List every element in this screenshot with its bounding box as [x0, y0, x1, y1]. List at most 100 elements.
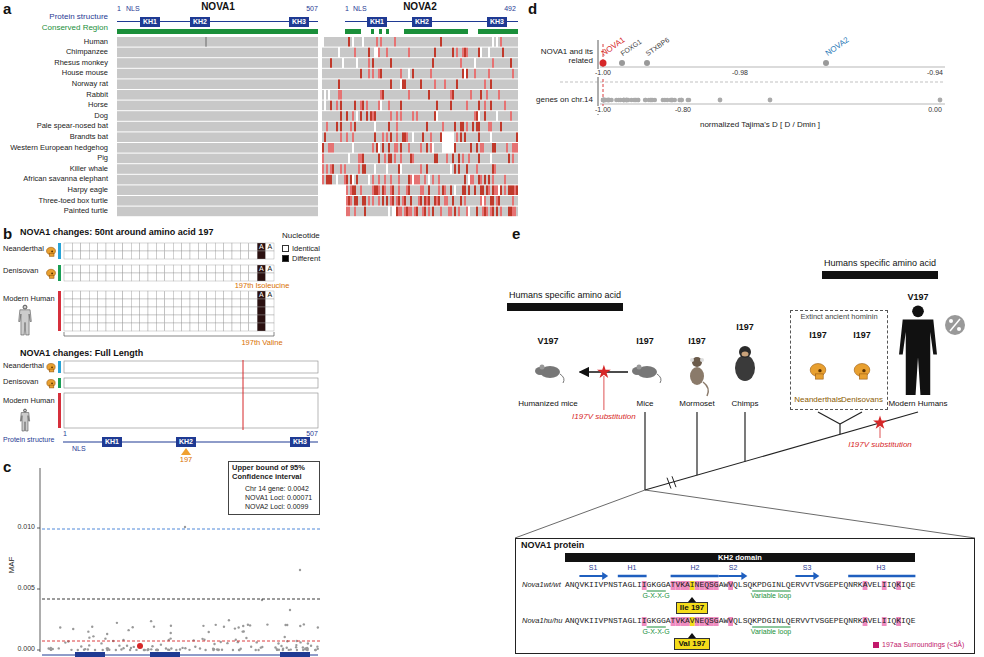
alignment-cell — [414, 122, 416, 132]
alignment-panel — [117, 22, 518, 217]
alignment-cell — [434, 207, 436, 217]
alignment-cell — [462, 154, 464, 164]
alignment-cell — [404, 37, 406, 47]
alignment-cell — [516, 111, 518, 121]
data-dot — [625, 98, 629, 102]
alignment-cell — [376, 207, 378, 217]
alignment-cell — [332, 90, 334, 100]
alignment-cell — [372, 132, 374, 142]
alignment-cell — [410, 101, 412, 111]
alignment-cell — [506, 79, 508, 89]
alignment-cell — [458, 154, 460, 164]
alignment-cell — [420, 207, 422, 217]
alignment-cell — [502, 79, 504, 89]
alignment-cell — [516, 69, 518, 79]
alignment-cell — [326, 164, 328, 174]
alignment-cell — [442, 207, 444, 217]
alignment-cell — [470, 185, 472, 195]
alignment-cell — [420, 48, 422, 58]
nucleotide-cell — [81, 291, 89, 299]
nucleotide-cell — [173, 273, 181, 281]
alignment-cell — [384, 37, 386, 47]
alignment-cell — [348, 196, 350, 206]
alignment-cell — [416, 79, 418, 89]
alignment-cell — [438, 37, 440, 47]
nucleotide-cell — [72, 315, 80, 323]
nucleotide-cell — [140, 315, 148, 323]
alignment-cell — [492, 69, 494, 79]
alignment-cell — [452, 101, 454, 111]
alignment-cell — [432, 48, 434, 58]
alignment-cell — [410, 48, 412, 58]
data-dot — [226, 642, 228, 644]
alignment-cell — [352, 79, 354, 89]
alignment-cell — [468, 196, 470, 206]
alignment-cell — [462, 164, 464, 174]
alignment-cell — [400, 58, 402, 68]
alignment-cell — [494, 164, 496, 174]
alignment-cell — [510, 48, 512, 58]
alignment-row — [117, 143, 318, 153]
alignment-cell — [504, 69, 506, 79]
alignment-cell — [356, 143, 358, 153]
nucleotide-cell — [123, 291, 131, 299]
alignment-cell — [512, 175, 514, 185]
alignment-cell — [452, 111, 454, 121]
alignment-cell — [366, 79, 368, 89]
alignment-cell — [412, 37, 414, 47]
alignment-cell — [390, 132, 392, 142]
alignment-cell — [352, 154, 354, 164]
alignment-cell — [490, 122, 492, 132]
alignment-cell — [350, 79, 352, 89]
alignment-cell — [380, 58, 382, 68]
alignment-cell — [454, 101, 456, 111]
alignment-cell — [350, 48, 352, 58]
alignment-cell — [414, 48, 416, 58]
alignment-cell — [502, 111, 504, 121]
alignment-cell — [464, 207, 466, 217]
alignment-cell — [402, 207, 404, 217]
alignment-cell — [346, 143, 348, 153]
alignment-cell — [468, 58, 470, 68]
alignment-cell — [508, 154, 510, 164]
nucleotide-cell — [240, 307, 248, 315]
alignment-cell — [370, 48, 372, 58]
alignment-cell — [456, 79, 458, 89]
alignment-cell — [466, 175, 468, 185]
alignment-cell — [356, 122, 358, 132]
skull-eye — [51, 366, 53, 368]
alignment-cell — [474, 185, 476, 195]
alignment-cell — [390, 154, 392, 164]
alignment-cell — [422, 122, 424, 132]
alignment-cell — [466, 154, 468, 164]
nucleotide-cell — [215, 251, 223, 259]
alignment-cell — [456, 196, 458, 206]
conserved-bar — [371, 29, 374, 34]
alignment-row — [117, 69, 318, 79]
alignment-cell — [424, 207, 426, 217]
nucleotide-cell — [98, 291, 106, 299]
data-dot — [679, 98, 683, 102]
nucleotide-cell — [207, 273, 215, 281]
nucleotide-cell — [257, 315, 265, 323]
nucleotide-cell — [249, 251, 257, 259]
data-dot — [718, 98, 723, 103]
alignment-cell — [472, 143, 474, 153]
alignment-cell — [330, 58, 332, 68]
alignment-row — [117, 132, 318, 142]
alignment-cell — [330, 101, 332, 111]
alignment-cell — [476, 48, 478, 58]
alignment-cell — [336, 122, 338, 132]
alignment-cell — [516, 154, 518, 164]
alignment-cell — [398, 207, 400, 217]
alignment-cell — [384, 185, 386, 195]
nucleotide-cell — [64, 273, 72, 281]
alignment-cell — [380, 79, 382, 89]
alignment-cell — [514, 69, 516, 79]
alignment-cell — [506, 58, 508, 68]
alignment-cell — [342, 69, 344, 79]
alignment-cell — [458, 111, 460, 121]
alignment-cell — [468, 164, 470, 174]
alignment-cell — [454, 37, 456, 47]
alignment-cell — [432, 185, 434, 195]
